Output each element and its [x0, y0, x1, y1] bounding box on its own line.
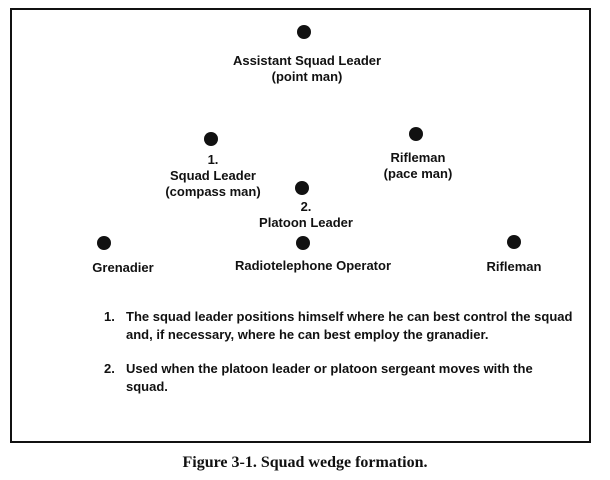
grenadier-label: Grenadier	[92, 260, 153, 276]
rifleman-pace-role: (pace man)	[383, 166, 453, 181]
grenadier-title: Grenadier	[92, 260, 154, 275]
assistant-squad-leader-role: (point man)	[271, 69, 343, 84]
figure-caption: Figure 3-1. Squad wedge formation.	[182, 454, 428, 471]
note-text: Used when the platoon leader or platoon …	[126, 361, 533, 394]
rifleman-pace-title: Rifleman	[390, 150, 446, 165]
assistant-squad-leader-label: Assistant Squad Leader (point man)	[233, 53, 381, 85]
squad-leader-role: (compass man)	[165, 184, 261, 199]
note-item: 2. Used when the platoon leader or plato…	[104, 360, 574, 396]
rifleman-marker	[507, 235, 521, 249]
squad-leader-marker	[204, 132, 218, 146]
radiotelephone-operator-label: Radiotelephone Operator	[235, 258, 391, 274]
squad-leader-note-ref: 1.	[207, 152, 219, 167]
squad-leader-label: 1. Squad Leader (compass man)	[165, 152, 260, 200]
assistant-squad-leader-title: Assistant Squad Leader	[232, 53, 382, 68]
assistant-squad-leader-marker	[297, 25, 311, 39]
platoon-leader-title: Platoon Leader	[259, 215, 353, 230]
radiotelephone-operator-title: Radiotelephone Operator	[234, 258, 392, 273]
note-text: The squad leader positions himself where…	[126, 309, 573, 342]
note-item: 1. The squad leader positions himself wh…	[104, 308, 574, 344]
rifleman-pace-marker	[409, 127, 423, 141]
rifleman-title: Rifleman	[486, 259, 542, 274]
diagram-notes: 1. The squad leader positions himself wh…	[104, 308, 574, 412]
note-number: 1.	[104, 309, 115, 324]
radiotelephone-operator-marker	[296, 236, 310, 250]
note-number: 2.	[104, 361, 115, 376]
rifleman-label: Rifleman	[487, 259, 542, 275]
squad-leader-title: Squad Leader	[170, 168, 256, 183]
platoon-leader-label: 2. Platoon Leader	[259, 199, 353, 231]
diagram-frame	[10, 8, 591, 443]
grenadier-marker	[97, 236, 111, 250]
rifleman-pace-label: Rifleman (pace man)	[384, 150, 453, 182]
platoon-leader-marker	[295, 181, 309, 195]
platoon-leader-note-ref: 2.	[300, 199, 312, 214]
